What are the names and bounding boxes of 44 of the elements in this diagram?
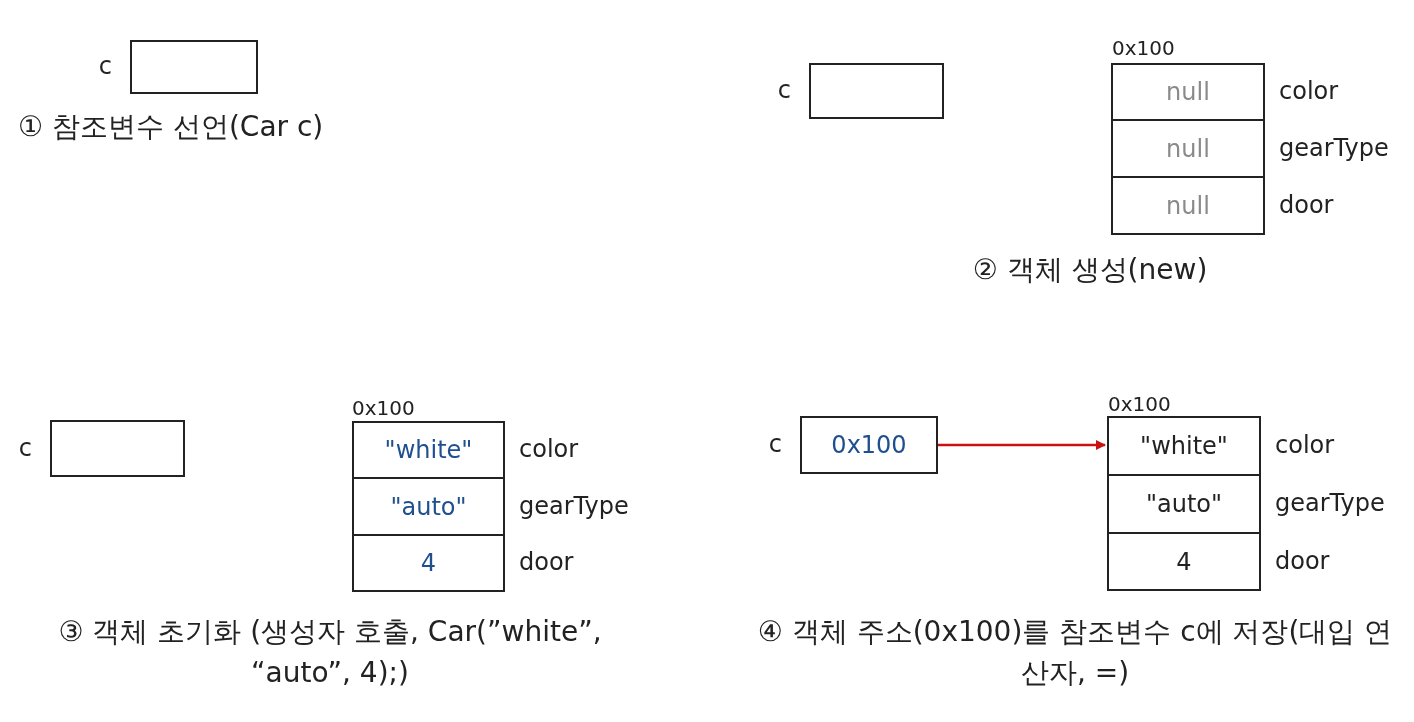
- value-text: "white": [1140, 432, 1228, 460]
- memory-cell: [352, 421, 505, 479]
- value-text: 4: [420, 549, 437, 577]
- value-text: 0x100: [831, 431, 907, 459]
- field-name: color: [519, 435, 579, 463]
- variable-name: c: [98, 52, 112, 80]
- variable-box: [809, 63, 944, 119]
- step-caption: ③ 객체 초기화 (생성자 호출, Car(”white”, “auto”, 4);): [57, 614, 603, 691]
- memory-cell: [352, 477, 505, 536]
- memory-cell: [1111, 119, 1265, 178]
- value-text: "auto": [1145, 490, 1223, 518]
- arrow: [938, 440, 1106, 450]
- field-name: gearType: [1275, 489, 1385, 517]
- memory-cell: [1107, 474, 1261, 534]
- value-text: null: [1166, 134, 1210, 163]
- step-caption: ④ 객체 주소(0x100)를 참조변수 c에 저장(대입 연산자, =): [756, 614, 1394, 691]
- variable-name: c: [777, 76, 791, 104]
- field-name: gearType: [1279, 133, 1389, 162]
- value-text: "white": [384, 436, 473, 464]
- memory-cell: [1111, 176, 1265, 235]
- field-name: color: [1279, 77, 1339, 105]
- variable-box: [50, 420, 185, 477]
- field-name: gearType: [519, 491, 629, 520]
- address-label: 0x100: [1108, 392, 1171, 416]
- variable-box: [130, 40, 258, 94]
- memory-cell: [800, 416, 938, 474]
- step-caption: ① 참조변수 선언(Car c): [18, 109, 324, 145]
- step-caption: ② 객체 생성(new): [971, 252, 1209, 288]
- memory-cell: [1107, 416, 1261, 476]
- memory-cell: [1111, 63, 1265, 121]
- address-label: 0x100: [352, 396, 415, 420]
- memory-cell: [352, 534, 505, 592]
- address-label: 0x100: [1112, 36, 1175, 60]
- field-name: door: [519, 548, 574, 576]
- variable-name: c: [768, 430, 782, 458]
- field-name: door: [1275, 546, 1330, 575]
- field-name: color: [1275, 431, 1335, 459]
- value-text: 4: [1176, 547, 1192, 576]
- value-text: null: [1166, 191, 1210, 220]
- value-text: null: [1166, 78, 1210, 106]
- value-text: "auto": [390, 492, 467, 521]
- memory-cell: [1107, 532, 1261, 591]
- variable-name: c: [18, 433, 32, 462]
- field-name: door: [1279, 190, 1334, 219]
